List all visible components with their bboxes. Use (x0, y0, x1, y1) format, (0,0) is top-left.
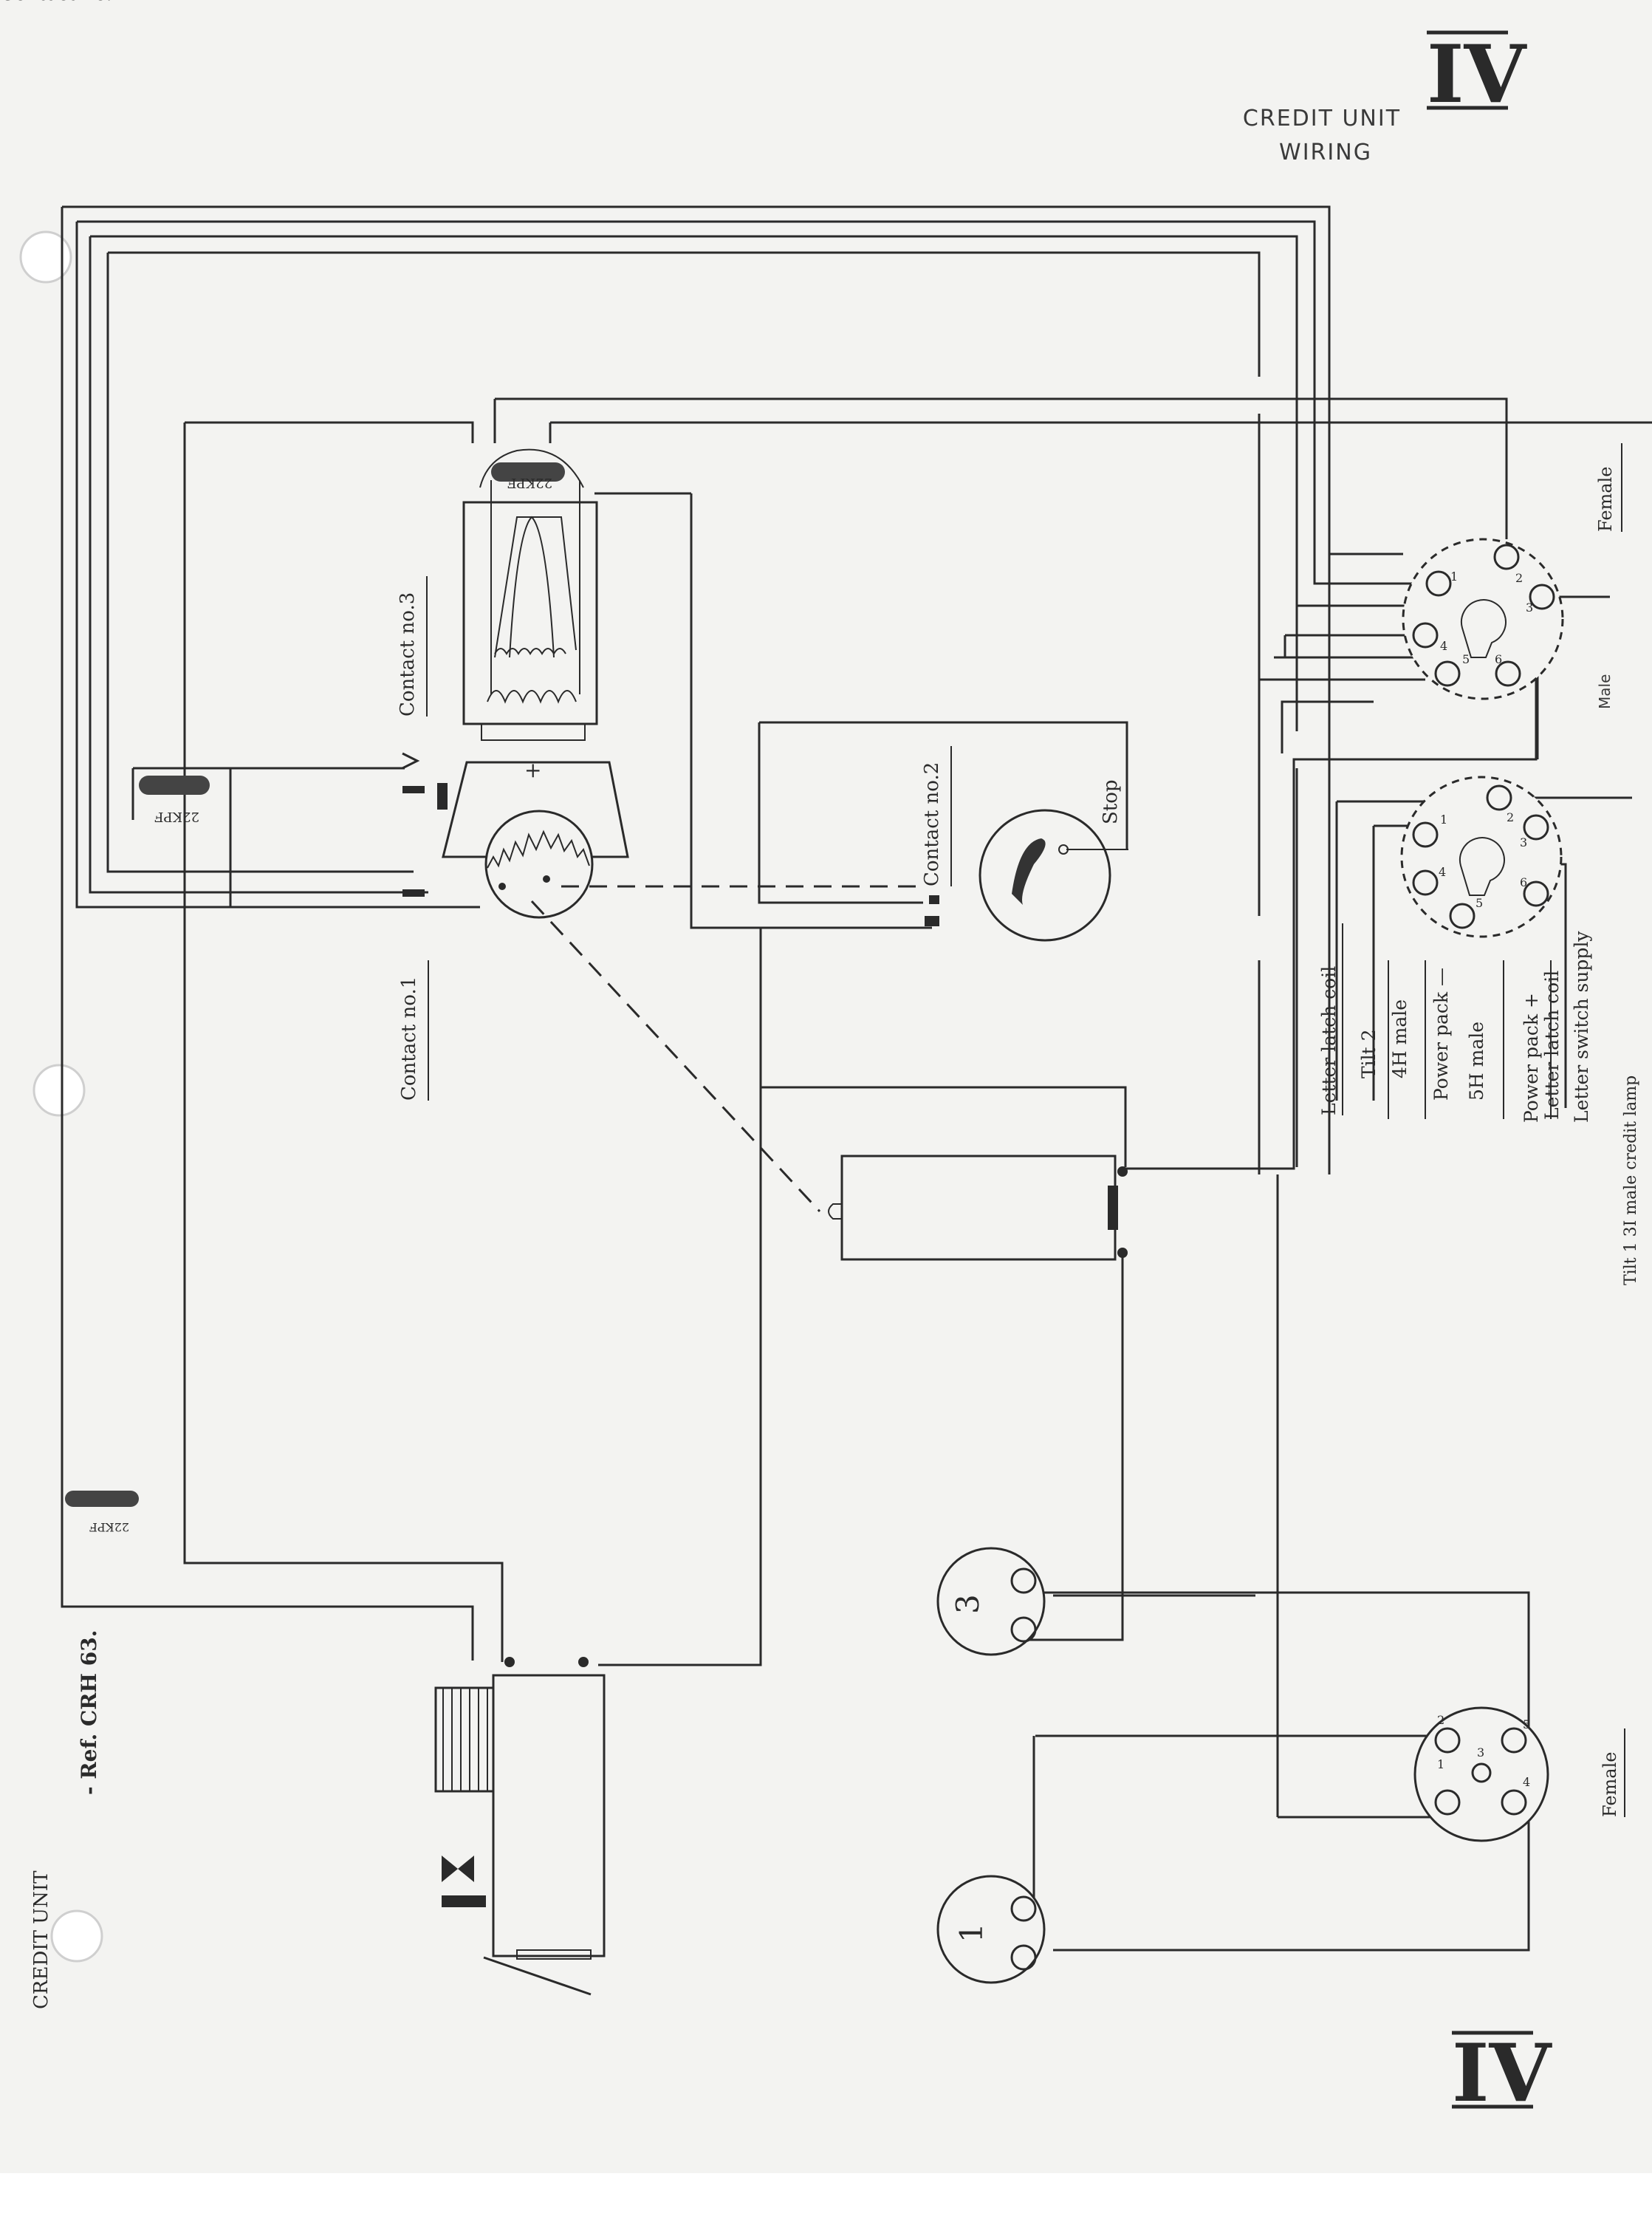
ref-label: - Ref. CRH 63. (77, 1630, 101, 1795)
section-numeral-top: IV (1427, 28, 1528, 121)
svg-text:22KPF: 22KPF (154, 809, 199, 824)
connector-upper: 1 2 3 4 5 6 (1402, 538, 1564, 700)
svg-text:+: + (524, 758, 541, 782)
svg-text:6: 6 (1520, 875, 1527, 889)
svg-text:22KPF: 22KPF (507, 475, 552, 490)
svg-text:IV: IV (1427, 28, 1528, 121)
svg-text:Letter latch coil: Letter latch coil (1318, 966, 1340, 1115)
contact-3-label: Contact no.3 (397, 592, 419, 717)
capacitor-bottom: 22KPF (65, 1491, 139, 1534)
male-label: Male (1596, 674, 1614, 709)
contact-2-label: Contact no.2 (0, 0, 124, 5)
svg-text:Letter latch coil: Letter latch coil (1541, 971, 1563, 1120)
frame-wires (61, 205, 1331, 1661)
unit-label: CREDIT UNIT (30, 1870, 52, 2009)
socket-1: 1 (936, 1875, 1046, 1984)
lower-coil-assembly (434, 1657, 606, 1996)
svg-text:22KPF: 22KPF (89, 1520, 129, 1534)
contact-1-gear: + (402, 752, 629, 919)
svg-text:2: 2 (1515, 571, 1523, 585)
solenoid-middle (828, 1155, 1128, 1261)
svg-text:4H male: 4H male (1389, 999, 1411, 1078)
svg-text:5: 5 (1462, 652, 1470, 666)
binder-hole-top (19, 230, 72, 284)
svg-text:5H male: 5H male (1466, 1022, 1487, 1101)
svg-text:3: 3 (1477, 1745, 1484, 1760)
svg-text:3: 3 (1526, 601, 1533, 615)
connector-middle: 1 2 3 4 5 6 (1400, 776, 1563, 938)
binder-hole-middle (32, 1064, 86, 1117)
pin-legend: Letter latch coil Tilt 2 4H male Power p… (1318, 923, 1640, 1285)
svg-text:Tilt 1 3I male credit lamp: Tilt 1 3I male credit lamp (1622, 1075, 1640, 1285)
svg-text:Tilt 2: Tilt 2 (1358, 1029, 1379, 1078)
female-label-upper: Female (1595, 467, 1616, 533)
page-title-line2: WIRING (1279, 140, 1372, 165)
svg-text:6: 6 (1495, 652, 1502, 666)
svg-text:Power pack +: Power pack + (1521, 993, 1542, 1123)
socket-3: 3 (936, 1547, 1046, 1656)
svg-text:3: 3 (1520, 835, 1527, 849)
page-title-line1: CREDIT UNIT (1243, 106, 1401, 131)
contact-2-label-text: Contact no.2 (921, 762, 943, 886)
connector-lower: 1 2 3 4 5 (1413, 1706, 1549, 1842)
svg-text:2: 2 (1437, 1713, 1444, 1727)
svg-text:IV: IV (1452, 2027, 1553, 2120)
page-bottom-edge (0, 2173, 1652, 2216)
female-label-lower: Female (1600, 1752, 1620, 1818)
stop-label: Stop (1100, 779, 1122, 824)
section-numeral-bottom: IV (1452, 2027, 1553, 2120)
svg-text:4: 4 (1523, 1775, 1530, 1789)
svg-text:5: 5 (1523, 1717, 1530, 1731)
svg-text:3: 3 (950, 1594, 986, 1614)
svg-text:1: 1 (1450, 570, 1458, 584)
svg-text:1: 1 (1437, 1757, 1444, 1771)
svg-text:1: 1 (953, 1923, 990, 1943)
capacitor-left: 22KPF (139, 776, 210, 824)
capacitor-top: 22KPF (507, 475, 552, 490)
contact-3-assembly (462, 448, 598, 741)
svg-text:5: 5 (1476, 896, 1483, 910)
center-wires (131, 397, 1652, 1666)
mechanical-linkage-diagonal (530, 900, 821, 1213)
binder-hole-bottom (50, 1909, 103, 1963)
svg-text:Letter switch supply: Letter switch supply (1571, 931, 1592, 1123)
svg-text:Power pack —: Power pack — (1430, 968, 1452, 1101)
contact-2-cam (925, 809, 1128, 942)
svg-text:4: 4 (1440, 639, 1447, 653)
svg-text:1: 1 (1440, 813, 1447, 827)
svg-text:2: 2 (1507, 810, 1514, 824)
contact-1-label: Contact no.1 (398, 977, 420, 1101)
svg-text:4: 4 (1439, 865, 1446, 879)
